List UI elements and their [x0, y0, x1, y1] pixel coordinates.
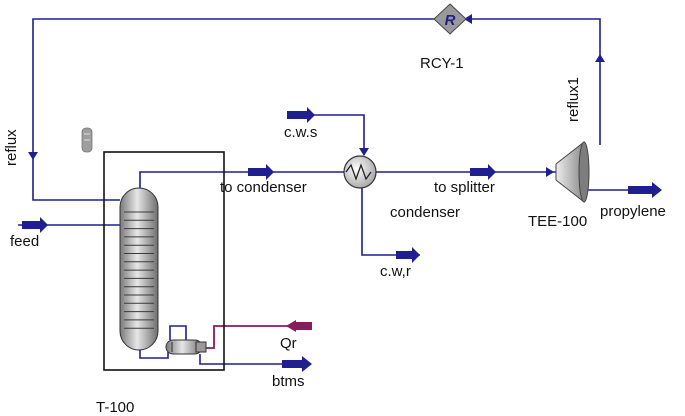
- cws-arrow-icon: [287, 111, 307, 119]
- label-reflux1: reflux1: [565, 77, 582, 122]
- reflux1-arrow-icon: [595, 54, 605, 62]
- feed-arrow-icon: [22, 221, 40, 229]
- recycle-symbol: R: [445, 12, 456, 29]
- cws-down-arrow-icon: [359, 148, 369, 156]
- label-feed: feed: [10, 233, 39, 250]
- label-to-condenser: to condenser: [220, 179, 307, 196]
- label-qr: Qr: [280, 335, 297, 352]
- propylene-arrow-icon: [628, 186, 652, 194]
- btms-arrow-head-icon: [302, 356, 312, 372]
- reboiler-icon[interactable]: [165, 339, 207, 355]
- label-condenser: condenser: [390, 204, 460, 221]
- flow-arrows: [22, 14, 662, 372]
- stream-column-bottoms-line[interactable]: [139, 348, 169, 359]
- label-rcy-1: RCY-1: [420, 55, 464, 72]
- label-tee-100: TEE-100: [528, 213, 587, 230]
- label-to-splitter: to splitter: [434, 179, 495, 196]
- spreadsheet-icon[interactable]: [81, 127, 93, 153]
- stream-reflux-line[interactable]: [32, 18, 438, 201]
- to-splitter-arrow-icon: [470, 168, 488, 176]
- distillation-column-icon[interactable]: [119, 187, 159, 351]
- stream-lines: [18, 18, 660, 365]
- label-reflux: reflux: [3, 129, 20, 166]
- column-frame[interactable]: [103, 151, 225, 371]
- recycle-block-icon[interactable]: R: [433, 3, 467, 35]
- splitter-inlet-arrow-icon: [546, 167, 554, 177]
- label-cws: c.w.s: [284, 124, 317, 141]
- feed-arrow-head-icon: [40, 217, 48, 233]
- cwr-arrow-head-icon: [412, 247, 420, 263]
- stream-reflux1-line[interactable]: [462, 18, 601, 145]
- cwr-arrow-icon: [396, 251, 412, 259]
- to-condenser-arrow-icon: [248, 168, 266, 176]
- labels: RCY-1 reflux reflux1 feed to condenser c…: [3, 55, 666, 416]
- label-cwr: c.w,r: [380, 263, 411, 280]
- stream-cwr-line[interactable]: [361, 188, 420, 256]
- stream-boilup-line[interactable]: [169, 325, 187, 340]
- stream-to-condenser-line[interactable]: [139, 171, 344, 190]
- stream-btms-line[interactable]: [199, 354, 310, 365]
- reflux-arrow-icon: [28, 152, 38, 160]
- heat-exchanger-icon[interactable]: [343, 155, 377, 189]
- tee-splitter-icon[interactable]: [555, 140, 590, 204]
- qr-arrow-icon: [286, 320, 312, 332]
- cws-arrow-head-icon: [307, 107, 315, 123]
- propylene-arrow-head-icon: [652, 182, 662, 198]
- to-condenser-arrow-head-icon: [266, 164, 274, 180]
- to-splitter-arrow-head-icon: [488, 164, 496, 180]
- label-btms: btms: [272, 373, 305, 390]
- recycle-inlet-arrow-icon: [464, 14, 472, 24]
- energy-qr-line[interactable]: [206, 325, 312, 349]
- btms-arrow-icon: [282, 360, 302, 368]
- label-propylene: propylene: [600, 203, 666, 220]
- label-t-100: T-100: [96, 399, 134, 416]
